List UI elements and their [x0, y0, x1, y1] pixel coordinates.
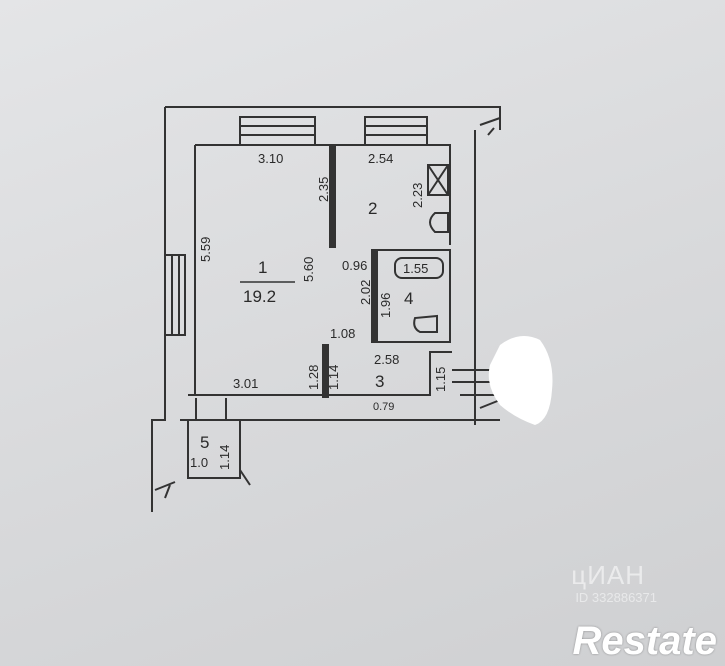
dim-left-side: 5.59 [198, 237, 213, 262]
room3-number: 3 [375, 372, 384, 391]
dim-hall-right: 1.15 [433, 367, 448, 392]
stove-icon [427, 164, 449, 196]
window-top-left [239, 116, 316, 146]
dim-partition-upper: 2.35 [316, 177, 331, 202]
listing-id-watermark: ID 332886371 [575, 590, 657, 605]
inner-wall-bottom [188, 351, 452, 396]
outer-wall-top [165, 106, 501, 130]
dim-balcony-width: 1.0 [190, 455, 208, 470]
partition-kitchen [329, 146, 336, 248]
sink-icon [429, 212, 449, 233]
dim-bottom-door: 0.79 [373, 401, 394, 413]
window-left [164, 254, 186, 336]
bathtub-icon [394, 257, 444, 279]
dim-room1-height: 5.60 [301, 257, 316, 282]
room2-number: 2 [368, 199, 377, 218]
dim-bath-right: 1.96 [378, 293, 393, 318]
restate-logo: Restate [572, 619, 717, 663]
dim-top-left: 3.10 [258, 151, 283, 166]
dim-top-right: 2.54 [368, 151, 393, 166]
dim-bath-top: 1.55 [403, 261, 428, 276]
room4-number: 4 [404, 289, 413, 308]
window-top-right [364, 116, 428, 146]
dim-hall-width: 2.58 [374, 352, 399, 367]
dim-balcony-height: 1.14 [217, 445, 232, 470]
partition-hall [322, 344, 329, 398]
room5-number: 5 [200, 433, 209, 452]
cian-watermark: цИАН [571, 560, 645, 590]
dim-room2-height: 2.23 [410, 183, 425, 208]
dim-opening-096: 0.96 [342, 258, 367, 273]
room1-number: 1 [258, 258, 267, 277]
dim-bottom-left: 3.01 [233, 376, 258, 391]
dim-opening-108: 1.08 [330, 326, 355, 341]
dim-hall-a: 1.28 [306, 365, 321, 390]
toilet-icon [413, 314, 438, 333]
balcony-walls [187, 420, 241, 479]
outer-wall-left [151, 107, 166, 512]
dim-hall-b: 1.14 [326, 365, 341, 390]
room1-area: 19.2 [243, 287, 276, 306]
redaction-blob [488, 336, 553, 425]
dim-bath-left: 2.02 [358, 280, 373, 305]
